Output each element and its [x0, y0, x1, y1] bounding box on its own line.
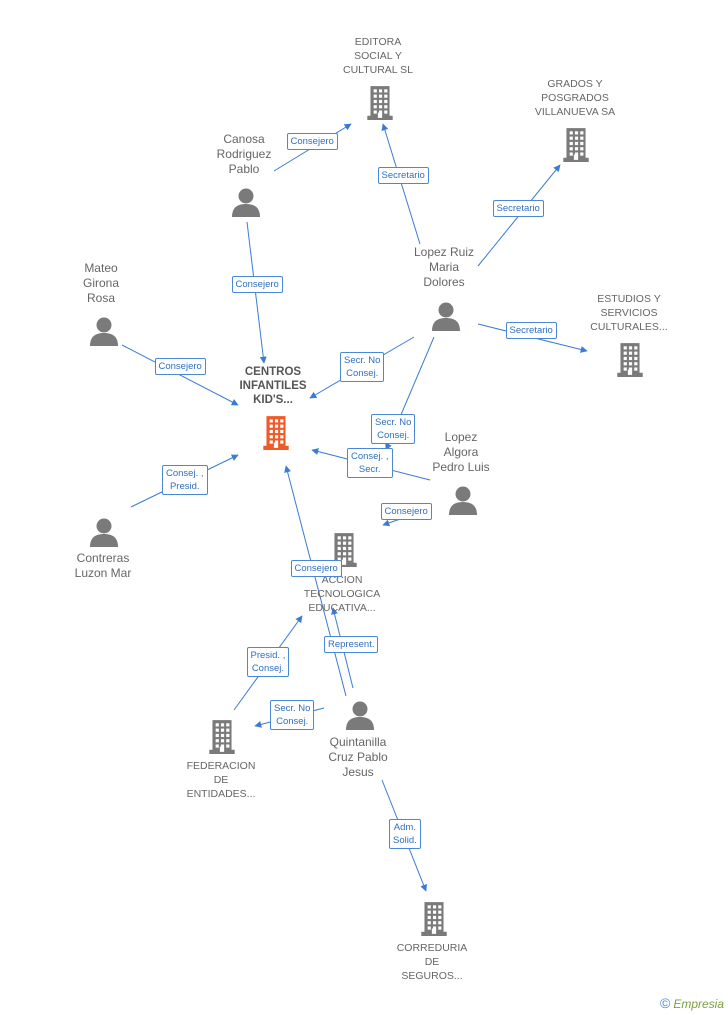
edge-label-lopezruiz-to-estudios[interactable]: Secretario	[505, 321, 557, 339]
brand-name: Empresia	[673, 997, 724, 1011]
building-icon-federacion[interactable]	[207, 718, 237, 759]
edge-label-lopezalgora-to-accion[interactable]: Consejero	[380, 502, 432, 520]
node-label-lopezalgora[interactable]: Lopez Algora Pedro Luis	[432, 429, 490, 474]
node-label-lopezruiz[interactable]: Lopez Ruiz Maria Dolores	[413, 244, 475, 289]
edge-label-lopezruiz-to-grados[interactable]: Secretario	[492, 199, 544, 217]
node-label-federacion[interactable]: FEDERACION DE ENTIDADES...	[186, 760, 256, 800]
node-label-canosa[interactable]: Canosa Rodriguez Pablo	[216, 131, 272, 176]
node-label-editora[interactable]: EDITORA SOCIAL Y CULTURAL SL	[342, 36, 414, 76]
person-icon-lopezalgora[interactable]	[448, 485, 478, 520]
edge-mateo-to-centros	[121, 344, 239, 406]
building-icon-grados[interactable]	[561, 126, 591, 167]
edge-label-federacion-to-accion[interactable]: Presid. , Consej.	[246, 647, 290, 677]
person-icon-canosa[interactable]	[231, 187, 261, 222]
node-label-quintanilla[interactable]: Quintanilla Cruz Pablo Jesus	[328, 734, 388, 779]
brand-watermark: ©Empresia	[660, 995, 724, 1011]
edge-quintanilla-to-centros	[284, 465, 347, 697]
edge-label-quintanilla-to-correduria[interactable]: Adm. Solid.	[389, 819, 421, 849]
node-label-centros[interactable]: CENTROS INFANTILES KID'S...	[239, 366, 307, 406]
node-label-grados[interactable]: GRADOS Y POSGRADOS VILLANUEVA SA	[534, 78, 616, 118]
edge-label-lopezruiz-to-centros[interactable]: Secr. No Consej.	[340, 352, 385, 382]
edge-label-quintanilla-to-accion[interactable]: Represent.	[324, 635, 379, 653]
edge-label-lopezruiz-to-editora[interactable]: Secretario	[377, 166, 429, 184]
node-label-correduria[interactable]: CORREDURIA DE SEGUROS...	[396, 942, 468, 982]
node-label-mateo[interactable]: Mateo Girona Rosa	[82, 260, 120, 305]
building-icon-editora[interactable]	[365, 84, 395, 125]
building-icon-correduria[interactable]	[419, 900, 449, 941]
building-icon-accion[interactable]	[329, 531, 359, 572]
edge-label-canosa-to-centros[interactable]: Consejero	[231, 275, 283, 293]
node-label-contreras[interactable]: Contreras Luzon Mar	[74, 551, 132, 580]
edge-label-lopezruiz-to-accion[interactable]: Secr. No Consej.	[371, 414, 416, 444]
edge-canosa-to-centros	[246, 221, 267, 364]
building-icon-centros[interactable]	[261, 414, 291, 455]
person-icon-lopezruiz[interactable]	[431, 301, 461, 336]
edge-label-contreras-to-centros[interactable]: Consej. , Presid.	[162, 465, 208, 495]
edge-label-canosa-to-editora[interactable]: Consejero	[286, 132, 338, 150]
person-icon-mateo[interactable]	[89, 316, 119, 351]
edge-lopezruiz-to-editora	[381, 123, 421, 245]
edge-label-quintanilla-to-centros[interactable]: Consejero	[290, 559, 342, 577]
edge-label-quintanilla-to-federacion[interactable]: Secr. No Consej.	[270, 700, 315, 730]
node-label-estudios[interactable]: ESTUDIOS Y SERVICIOS CULTURALES...	[590, 293, 668, 333]
node-label-accion[interactable]: ACCION TECNOLOGICA EDUCATIVA...	[303, 574, 381, 614]
person-icon-quintanilla[interactable]	[345, 700, 375, 735]
edge-label-mateo-to-centros[interactable]: Consejero	[154, 357, 206, 375]
edge-label-lopezalgora-to-centros[interactable]: Consej. , Secr.	[347, 448, 393, 478]
building-icon-estudios[interactable]	[615, 341, 645, 382]
copyright-symbol: ©	[659, 995, 671, 1011]
person-icon-contreras[interactable]	[89, 517, 119, 552]
